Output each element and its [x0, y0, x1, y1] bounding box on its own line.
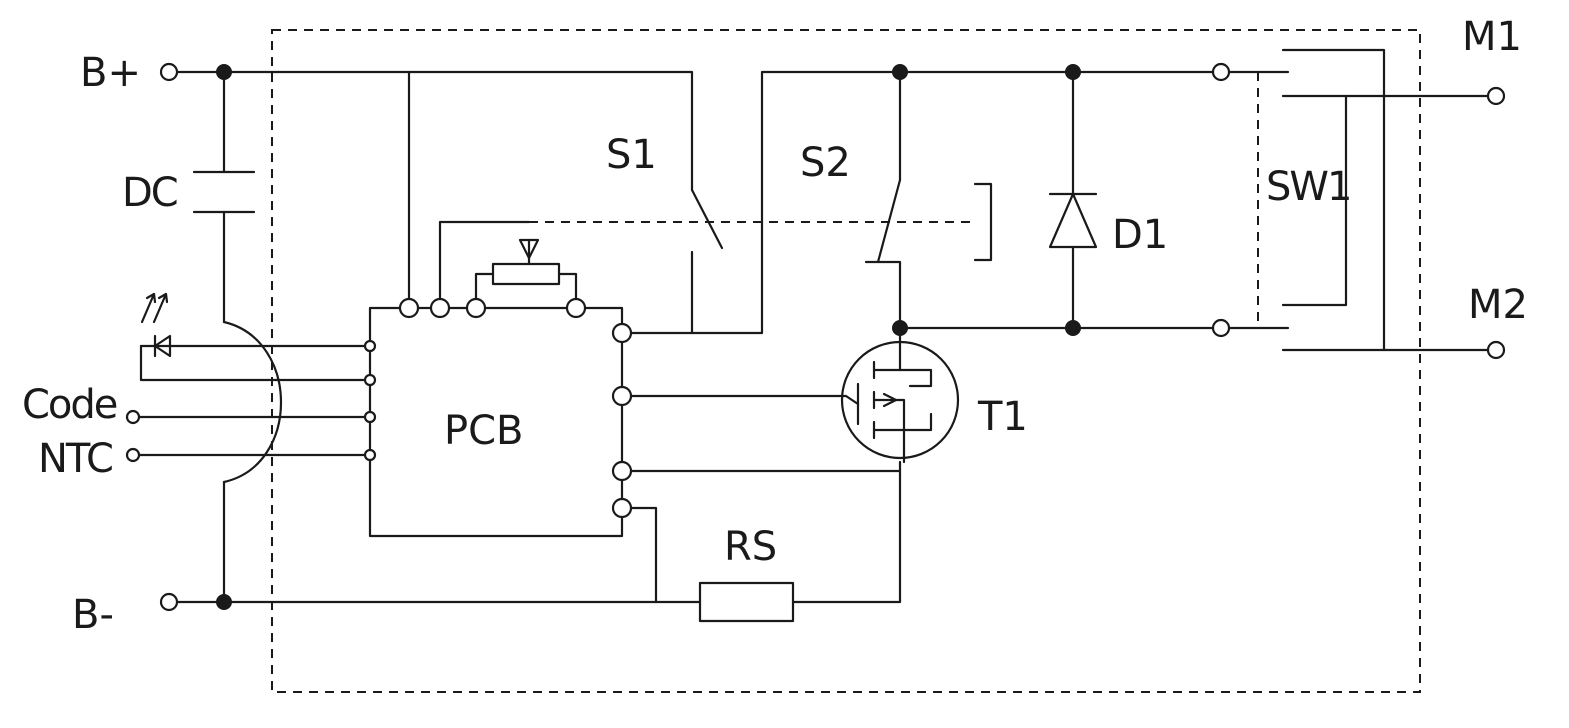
m2-terminal — [1486, 340, 1506, 360]
pcb-pin — [565, 297, 587, 319]
m2-label: M2 — [1468, 282, 1528, 328]
pcb-pin — [611, 460, 633, 482]
b-plus-label: B+ — [80, 50, 141, 96]
pcb-label: PCB — [444, 408, 524, 454]
code-label: Code — [22, 382, 117, 428]
m1-label: M1 — [1462, 14, 1522, 60]
controller-enclosure — [271, 29, 1421, 693]
t1-mosfet — [630, 326, 960, 464]
dc-label: DC — [122, 170, 177, 216]
d1-label: D1 — [1112, 212, 1168, 258]
led-indicator — [139, 292, 372, 382]
pcb-pin — [363, 339, 377, 353]
dc-capacitor — [192, 70, 282, 604]
node-dot — [1065, 64, 1081, 80]
pcb-pin — [611, 497, 633, 519]
pcb-pin — [363, 373, 377, 387]
pcb-pin — [611, 322, 633, 344]
b-minus-label: B- — [72, 592, 114, 638]
ntc-terminal — [125, 447, 141, 463]
pcb-pin — [465, 297, 487, 319]
pcb-pin — [363, 448, 377, 462]
pcb-pin — [429, 297, 451, 319]
potentiometer — [474, 238, 578, 301]
s2-label: S2 — [800, 140, 851, 186]
pcb-pin — [398, 297, 420, 319]
s1-switch — [630, 70, 1214, 335]
sw1-label: SW1 — [1266, 164, 1350, 210]
code-terminal — [125, 409, 141, 425]
b-plus-terminal — [159, 62, 179, 82]
d1-diode — [1048, 64, 1098, 336]
m1-terminal — [1486, 86, 1506, 106]
s1-label: S1 — [606, 132, 657, 178]
node-dot — [892, 64, 908, 80]
ntc-label: NTC — [38, 436, 112, 482]
pcb-pin — [611, 385, 633, 407]
rs-resistor — [698, 581, 795, 623]
b-minus-rail — [176, 460, 902, 610]
b-plus-rail — [176, 64, 694, 300]
s2-switch — [864, 64, 908, 330]
sw1-switch — [1228, 48, 1489, 352]
sw1-in-terminal — [1211, 62, 1231, 82]
t1-label: T1 — [977, 394, 1028, 440]
b-minus-terminal — [159, 592, 179, 612]
switch-linkage — [438, 182, 993, 301]
sw1-in-terminal — [1211, 318, 1231, 338]
rs-label: RS — [724, 524, 777, 570]
pcb-pin — [363, 410, 377, 424]
